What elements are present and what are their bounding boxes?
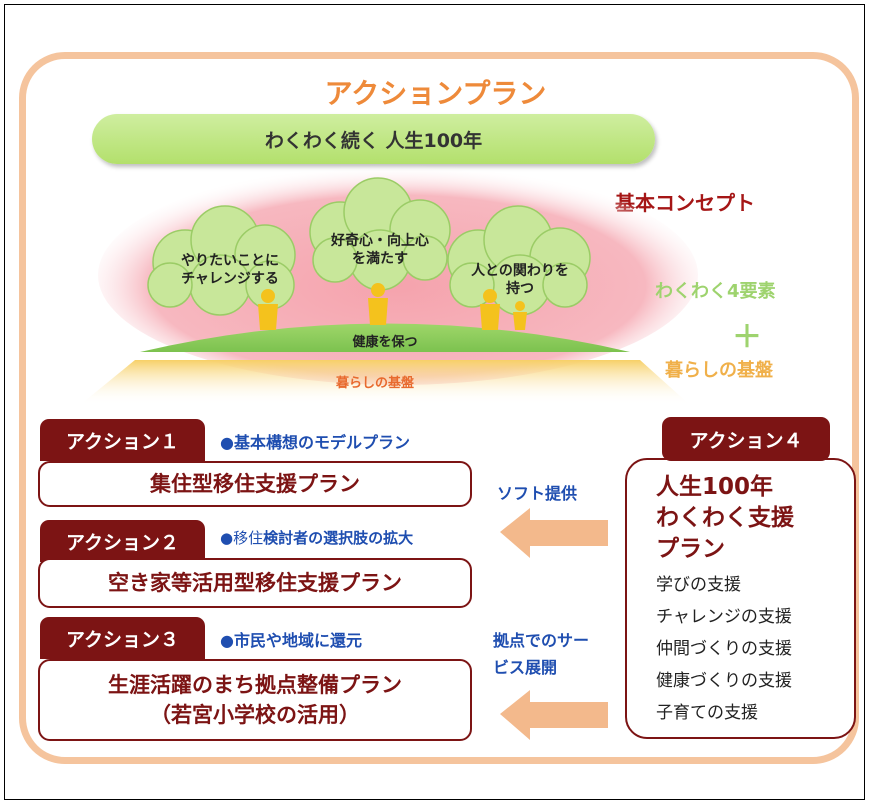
cloud-text-curiosity: 好奇心・向上心 を満たす <box>331 233 429 267</box>
action4-title-line3: プラン <box>656 536 725 562</box>
soft-label: ソフト提供 <box>497 484 578 503</box>
action2-note: ●移住検討者の選択肢の拡大 <box>220 527 413 548</box>
four-elements-label: わくわく4要素 <box>655 281 776 302</box>
action4-title: 人生100年 わくわく支援 プラン <box>656 472 794 565</box>
service-label-line2: ビス展開 <box>493 658 558 677</box>
action4-item: 学びの支援 <box>656 575 741 595</box>
action3-plan-line2: （若宮小学校の活用） <box>150 703 360 727</box>
banner-pill: わくわく続く 人生100年 <box>92 114 655 164</box>
action3-plan-box: 生涯活躍のまち拠点整備プラン （若宮小学校の活用） <box>38 659 472 741</box>
action1-plan-box: 集住型移住支援プラン <box>38 461 472 507</box>
service-label: 拠点でのサー ビス展開 <box>493 627 589 681</box>
arrow-service <box>500 690 608 740</box>
page-title: アクションプラン <box>324 77 547 110</box>
banner-text: わくわく続く 人生100年 <box>264 129 483 152</box>
action3-tab: アクション３ <box>40 617 205 659</box>
cloud-relations <box>447 205 591 316</box>
arrow-soft <box>500 508 608 558</box>
action2-note-bullet: ● <box>220 529 234 547</box>
cloud-text-challenge: やりたいことに チャレンジする <box>181 253 279 287</box>
action4-box: 人生100年 わくわく支援 プラン 学びの支援 チャレンジの支援 仲間づくりの支… <box>625 458 856 739</box>
people-figures <box>258 283 527 330</box>
plus-sign: ＋ <box>732 320 762 355</box>
action4-item: 仲間づくりの支援 <box>656 639 792 659</box>
hill <box>140 323 630 352</box>
base-band <box>80 360 690 405</box>
action2-plan-box: 空き家等活用型移住支援プラン <box>38 558 472 608</box>
hill-text: 健康を保つ <box>352 335 418 350</box>
action4-item: 子育ての支援 <box>656 703 758 723</box>
action2-tab: アクション２ <box>40 520 205 562</box>
action4-item: チャレンジの支援 <box>656 607 792 627</box>
action4-title-line2: わくわく支援 <box>656 505 794 531</box>
action4-item: 健康づくりの支援 <box>656 671 792 691</box>
action2-note-bold: 検討者の選択肢の拡大 <box>263 529 414 547</box>
cloud-curiosity <box>309 177 451 291</box>
action4-tab: アクション４ <box>662 417 830 461</box>
action1-plan: 集住型移住支援プラン <box>150 472 360 496</box>
action1-note: ●基本構想のモデルプラン <box>220 433 410 452</box>
service-label-line1: 拠点でのサー <box>493 631 590 650</box>
action4-title-line1: 人生100年 <box>656 474 774 500</box>
cloud-text-relations: 人との関わりを 持つ <box>471 263 569 297</box>
action2-plan: 空き家等活用型移住支援プラン <box>108 571 402 595</box>
action3-plan-line1: 生涯活躍のまち拠点整備プラン <box>108 673 402 697</box>
action3-note: ●市民や地域に還元 <box>220 631 362 650</box>
cloud-challenge <box>147 205 296 316</box>
rounded-border <box>19 52 859 764</box>
base-text: 暮らしの基盤 <box>335 376 414 391</box>
action2-note-light: 移住 <box>233 529 264 547</box>
action1-tab: アクション１ <box>40 419 205 461</box>
foundation-label: 暮らしの基盤 <box>665 360 773 381</box>
outer-frame <box>4 4 865 800</box>
